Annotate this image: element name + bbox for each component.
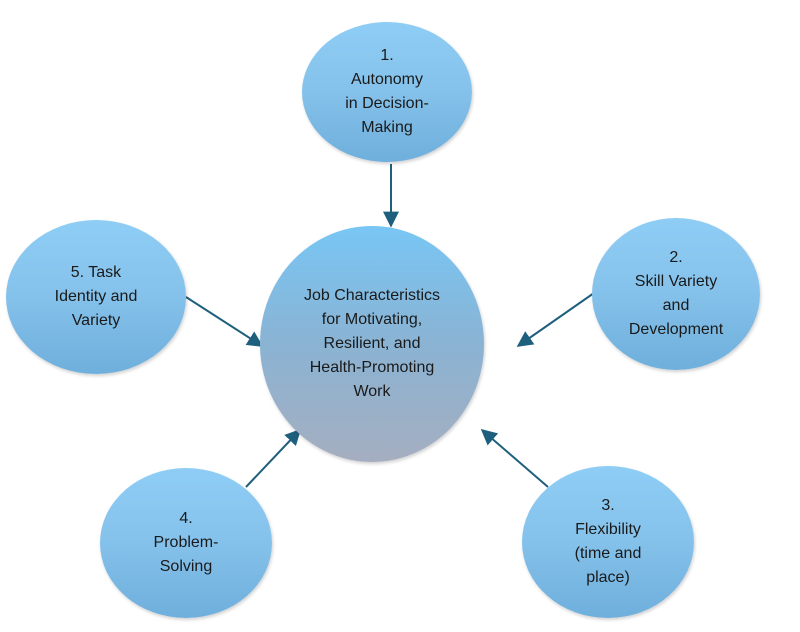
node-problem-solving-label: 4. Problem- Solving xyxy=(153,510,219,575)
node-skill-variety: 2. Skill Variety and Development xyxy=(592,218,760,370)
node-flexibility: 3. Flexibility (time and place) xyxy=(522,466,694,618)
node-problem-solving: 4. Problem- Solving xyxy=(100,468,272,618)
arrow-flexibility-to-center xyxy=(480,428,549,488)
node-autonomy-label: 1. Autonomy in Decision- Making xyxy=(345,47,429,136)
arrow-problem-to-center xyxy=(245,428,302,488)
arrow-task-to-center xyxy=(185,296,264,347)
arrow-skill-to-center xyxy=(516,292,595,347)
node-flexibility-label: 3. Flexibility (time and place) xyxy=(574,497,642,586)
node-task-identity-label: 5. Task Identity and Variety xyxy=(54,264,138,329)
center-node-label: Job Characteristics for Motivating, Resi… xyxy=(303,287,441,400)
node-task-identity: 5. Task Identity and Variety xyxy=(6,220,186,374)
node-autonomy: 1. Autonomy in Decision- Making xyxy=(302,22,472,162)
node-skill-variety-label: 2. Skill Variety and Development xyxy=(628,249,724,338)
center-node: Job Characteristics for Motivating, Resi… xyxy=(260,226,484,462)
